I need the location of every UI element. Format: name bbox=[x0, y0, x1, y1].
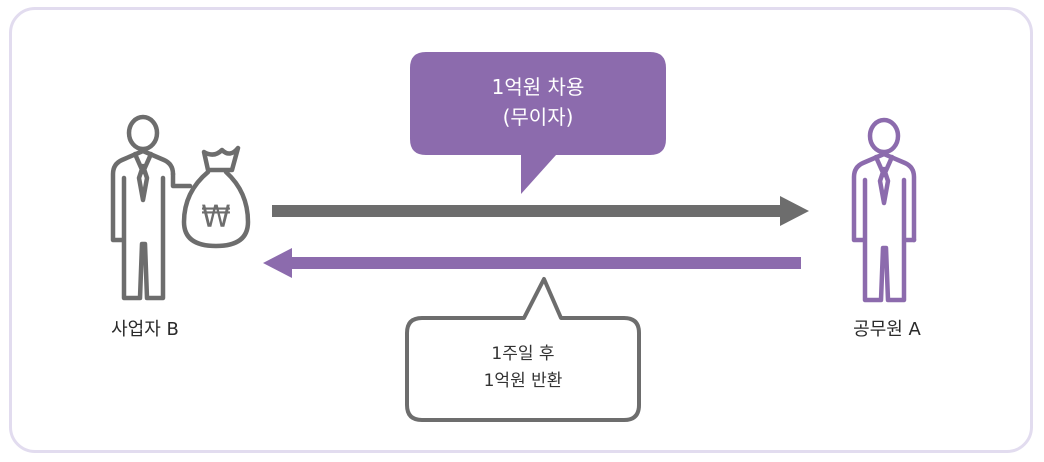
repay-line-1: 1주일 후 bbox=[491, 344, 555, 364]
repay-line-2: 1억원 반환 bbox=[483, 371, 563, 391]
repay-bubble bbox=[405, 277, 641, 422]
loan-bubble bbox=[410, 52, 666, 194]
businessman-label: 사업자 B bbox=[111, 319, 179, 340]
official-icon bbox=[851, 117, 917, 303]
money-bag-icon bbox=[181, 145, 251, 249]
loan-bubble-text: 1억원 차용 (무이자) bbox=[492, 72, 585, 132]
loan-arrow bbox=[272, 196, 809, 226]
businessman-icon bbox=[110, 114, 193, 301]
repay-arrow bbox=[263, 248, 801, 278]
official-label: 공무원 A bbox=[853, 319, 921, 340]
loan-line-1: 1억원 차용 bbox=[491, 75, 585, 99]
repay-bubble-text: 1주일 후 1억원 반환 bbox=[484, 341, 563, 395]
loan-line-2: (무이자) bbox=[502, 105, 574, 129]
won-symbol: ₩ bbox=[201, 200, 231, 235]
